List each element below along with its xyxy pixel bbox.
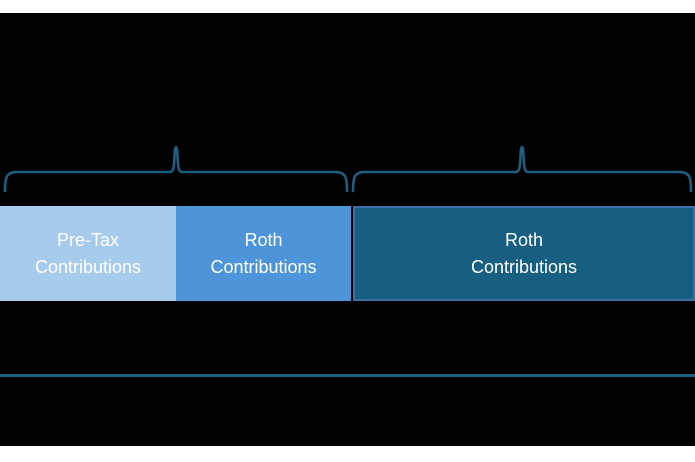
segment-divider-gap xyxy=(351,206,353,301)
horizontal-divider-line xyxy=(0,374,695,377)
segment-pre-tax-contributions: Pre-Tax Contributions xyxy=(0,206,176,301)
segment-roth-contributions-right: Roth Contributions xyxy=(353,206,695,301)
contribution-bar: Pre-Tax Contributions Roth Contributions… xyxy=(0,206,695,301)
segment-roth-contributions-left: Roth Contributions xyxy=(176,206,351,301)
